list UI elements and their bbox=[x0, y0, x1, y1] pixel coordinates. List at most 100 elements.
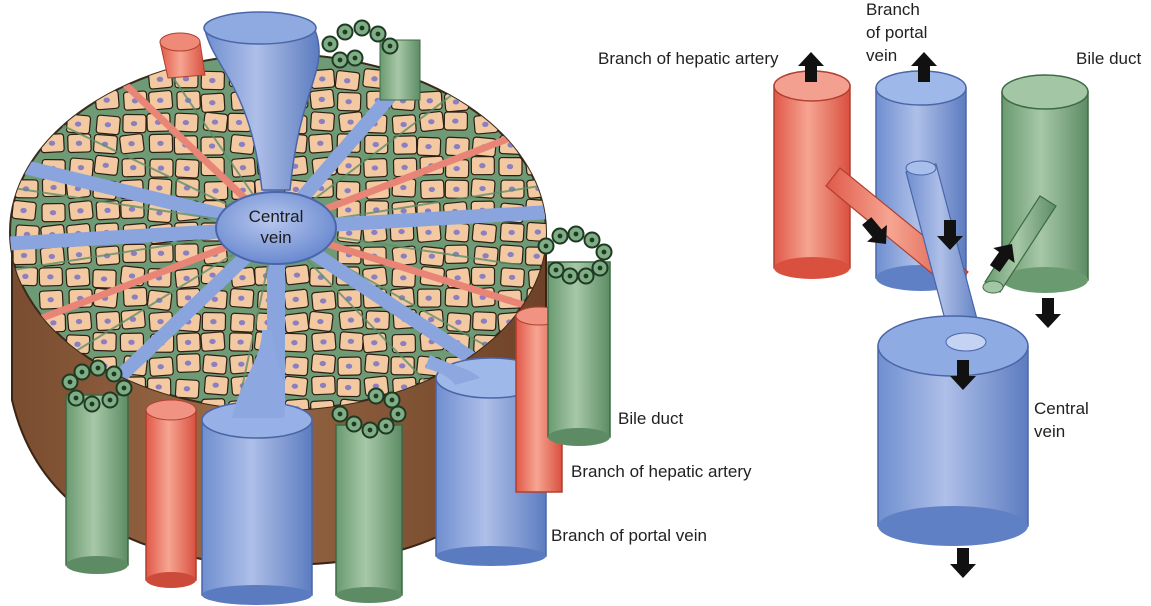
epithelial-nucleus bbox=[80, 370, 85, 375]
epithelial-nucleus bbox=[338, 412, 343, 417]
hepatocyte-nucleus bbox=[319, 119, 325, 124]
bile-duct-left bbox=[66, 395, 128, 565]
hepatocyte-nucleus bbox=[238, 296, 244, 301]
epithelial-nucleus bbox=[574, 232, 579, 237]
flow-portal-branch-top bbox=[906, 161, 936, 175]
epithelial-nucleus bbox=[353, 56, 358, 61]
hepatocyte-nucleus bbox=[291, 340, 297, 345]
hepatocyte-nucleus bbox=[75, 121, 81, 126]
hepatocyte-nucleus bbox=[47, 274, 53, 279]
hepatocyte-nucleus bbox=[238, 362, 244, 367]
epithelial-nucleus bbox=[568, 274, 573, 279]
hepatic-artery-left-top bbox=[146, 400, 196, 420]
flow-label-portal-vein-line3: vein bbox=[866, 46, 897, 65]
hepatocyte-nucleus bbox=[400, 122, 406, 127]
hepatocyte-nucleus bbox=[482, 253, 488, 258]
epithelial-nucleus bbox=[390, 398, 395, 403]
hepatocyte-nucleus bbox=[128, 340, 134, 345]
epithelial-nucleus bbox=[112, 372, 117, 377]
hepatocyte-nucleus bbox=[320, 361, 326, 366]
portal-vein-front bbox=[202, 420, 312, 595]
hepatic-artery-left bbox=[146, 410, 196, 580]
epithelial-nucleus bbox=[96, 366, 101, 371]
hepatocyte-nucleus bbox=[184, 386, 190, 391]
hepatocyte-nucleus bbox=[183, 250, 189, 255]
central-vein-upper-opening bbox=[204, 12, 316, 44]
flow-schematic bbox=[774, 71, 1088, 546]
hepatocyte-nucleus bbox=[425, 230, 431, 235]
hepatocyte-nucleus bbox=[293, 320, 299, 325]
hepatocyte-nucleus bbox=[184, 166, 190, 171]
hepatocyte-nucleus bbox=[344, 188, 350, 193]
hepatocyte-nucleus bbox=[101, 339, 107, 344]
flow-label-portal-vein-line1: Branch bbox=[866, 0, 920, 19]
hepatocyte-nucleus bbox=[534, 163, 540, 168]
epithelial-nucleus bbox=[602, 250, 607, 255]
hepatocyte-nucleus bbox=[429, 254, 435, 259]
hepatocyte-nucleus bbox=[105, 122, 111, 127]
hepatocyte-nucleus bbox=[76, 141, 82, 146]
hepatocyte-nucleus bbox=[209, 78, 215, 83]
hepatocyte-nucleus bbox=[104, 319, 110, 324]
hepatocyte-nucleus bbox=[157, 319, 163, 324]
hepatocyte-nucleus bbox=[400, 341, 406, 346]
top-artery-opening bbox=[160, 33, 200, 51]
hepatocyte-nucleus bbox=[129, 273, 135, 278]
hepatocyte-nucleus bbox=[183, 120, 189, 125]
hepatocyte-nucleus bbox=[131, 121, 137, 126]
hepatocyte-nucleus bbox=[453, 187, 459, 192]
central-vein-label-line2: vein bbox=[260, 228, 291, 247]
hepatocyte-nucleus bbox=[158, 364, 164, 369]
hepatocyte-nucleus bbox=[401, 143, 407, 148]
hepatocyte-nucleus bbox=[103, 98, 109, 103]
hepatocyte-nucleus bbox=[400, 208, 406, 213]
hepatocyte-nucleus bbox=[401, 253, 407, 258]
hepatocyte-nucleus bbox=[210, 319, 216, 324]
hepatocyte-nucleus bbox=[346, 231, 352, 236]
hepatocyte-nucleus bbox=[185, 295, 191, 300]
flow-central-vein-inlet bbox=[946, 333, 986, 351]
hepatocyte-nucleus bbox=[50, 210, 56, 215]
hepatocyte-nucleus bbox=[239, 275, 245, 280]
hepatocyte-nucleus bbox=[509, 275, 515, 280]
hepatocyte-nucleus bbox=[78, 165, 84, 170]
epithelial-nucleus bbox=[352, 422, 357, 427]
hepatocyte-nucleus bbox=[454, 144, 460, 149]
hepatocyte-nucleus bbox=[481, 230, 487, 235]
hepatocyte-nucleus bbox=[398, 229, 404, 234]
hepatocyte-nucleus bbox=[371, 274, 377, 279]
hepatocyte-nucleus bbox=[294, 272, 300, 277]
hepatocyte-nucleus bbox=[372, 165, 378, 170]
bile-duct-right-base bbox=[548, 428, 610, 446]
hepatocyte-nucleus bbox=[317, 141, 323, 146]
hepatocyte-nucleus bbox=[320, 383, 326, 388]
hepatocyte-nucleus bbox=[155, 384, 161, 389]
epithelial-nucleus bbox=[90, 402, 95, 407]
hepatocyte-nucleus bbox=[128, 141, 134, 146]
hepatocyte-nucleus bbox=[104, 208, 110, 213]
hepatocyte-nucleus bbox=[320, 339, 326, 344]
hepatocyte-nucleus bbox=[345, 99, 351, 104]
hepatocyte-nucleus bbox=[158, 251, 164, 256]
epithelial-nucleus bbox=[584, 274, 589, 279]
flow-central-vein-base bbox=[878, 506, 1028, 546]
hepatocyte-nucleus bbox=[209, 143, 215, 148]
hepatocyte-nucleus bbox=[212, 188, 218, 193]
lobule-label-hepatic-artery: Branch of hepatic artery bbox=[571, 462, 752, 481]
epithelial-nucleus bbox=[544, 244, 549, 249]
hepatocyte-nucleus bbox=[479, 163, 485, 168]
hepatocyte-nucleus bbox=[427, 98, 433, 103]
hepatocyte-nucleus bbox=[347, 119, 353, 124]
hepatocyte-nucleus bbox=[319, 76, 325, 81]
hepatocyte-nucleus bbox=[479, 186, 485, 191]
flow-label-portal-vein-line2: of portal bbox=[866, 23, 927, 42]
hepatocyte-nucleus bbox=[401, 165, 407, 170]
hepatocyte-nucleus bbox=[49, 141, 55, 146]
hepatocyte-nucleus bbox=[293, 363, 299, 368]
hepatocyte-nucleus bbox=[76, 319, 82, 324]
epithelial-nucleus bbox=[590, 238, 595, 243]
bile-duct-left-base bbox=[66, 556, 128, 574]
hepatocyte-nucleus bbox=[49, 254, 55, 259]
epithelial-nucleus bbox=[558, 234, 563, 239]
hepatocyte-nucleus bbox=[507, 252, 513, 257]
